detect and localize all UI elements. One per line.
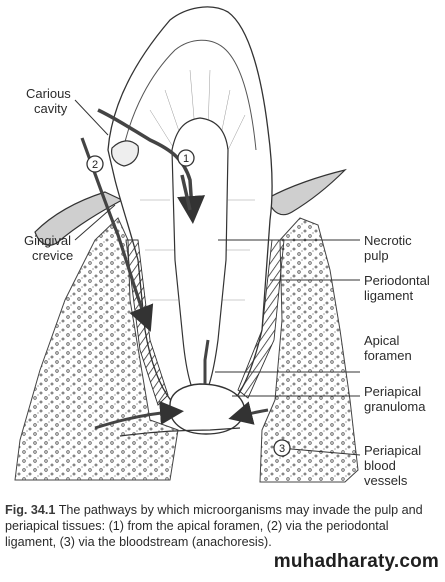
label-carious-cavity: Carious cavity <box>26 86 71 116</box>
figure-caption: Fig. 34.1 The pathways by which microorg… <box>5 502 441 550</box>
figure-caption-text: The pathways by which microorganisms may… <box>5 503 423 549</box>
label-leaders <box>74 99 361 456</box>
pathway-1-arrow <box>97 108 206 224</box>
label-carious-cavity-line1: Carious <box>26 86 71 101</box>
pathway-3-arrows <box>94 339 269 437</box>
label-periapical-blood-vessels-line1: Periapical <box>364 443 422 458</box>
watermark-text: muhadharaty.com <box>273 551 439 572</box>
label-periapical-blood-vessels: Periapical blood vessels <box>364 443 421 488</box>
alveolar-bone-right <box>259 217 359 483</box>
watermark: muhadharaty.com <box>274 548 439 576</box>
label-periapical-blood-vessels-line2: blood <box>364 458 396 473</box>
label-apical-foramen: Apical foramen <box>364 333 412 363</box>
pathway-marker-1: 1 <box>177 149 195 167</box>
label-gingival-crevice-line2: crevice <box>32 248 74 263</box>
periapical-granuloma <box>169 383 245 435</box>
pathway-marker-2: 2 <box>86 155 104 173</box>
label-necrotic-pulp: Necrotic pulp <box>364 233 412 263</box>
pathway-marker-1-number: 1 <box>183 153 189 165</box>
pathway-marker-2-number: 2 <box>92 159 98 171</box>
label-periapical-granuloma: Periapical granuloma <box>364 384 425 414</box>
label-periodontal-ligament-line1: Periodontal <box>364 273 430 288</box>
gingiva-left <box>34 191 124 246</box>
label-necrotic-pulp-line1: Necrotic <box>364 233 412 248</box>
label-periapical-granuloma-line1: Periapical <box>364 384 422 399</box>
label-gingival-crevice: Gingival crevice <box>24 233 73 263</box>
pathway-marker-3: 3 <box>273 439 291 457</box>
label-periapical-granuloma-line2: granuloma <box>364 399 426 414</box>
label-periapical-blood-vessels-line3: vessels <box>364 473 408 488</box>
diagram-artwork: 1 2 3 <box>14 6 361 483</box>
label-periodontal-ligament-line2: ligament <box>364 288 414 303</box>
label-periodontal-ligament: Periodontal ligament <box>364 273 430 303</box>
alveolar-bone-left <box>14 217 179 481</box>
figure-number: Fig. 34.1 <box>5 503 56 517</box>
label-carious-cavity-line2: cavity <box>34 101 68 116</box>
carious-cavity <box>111 140 139 167</box>
label-apical-foramen-line1: Apical <box>364 333 400 348</box>
label-gingival-crevice-line1: Gingival <box>24 233 71 248</box>
pathway-marker-3-number: 3 <box>279 443 285 455</box>
label-necrotic-pulp-line2: pulp <box>364 248 389 263</box>
label-apical-foramen-line2: foramen <box>364 348 412 363</box>
gingiva-right <box>267 168 347 216</box>
